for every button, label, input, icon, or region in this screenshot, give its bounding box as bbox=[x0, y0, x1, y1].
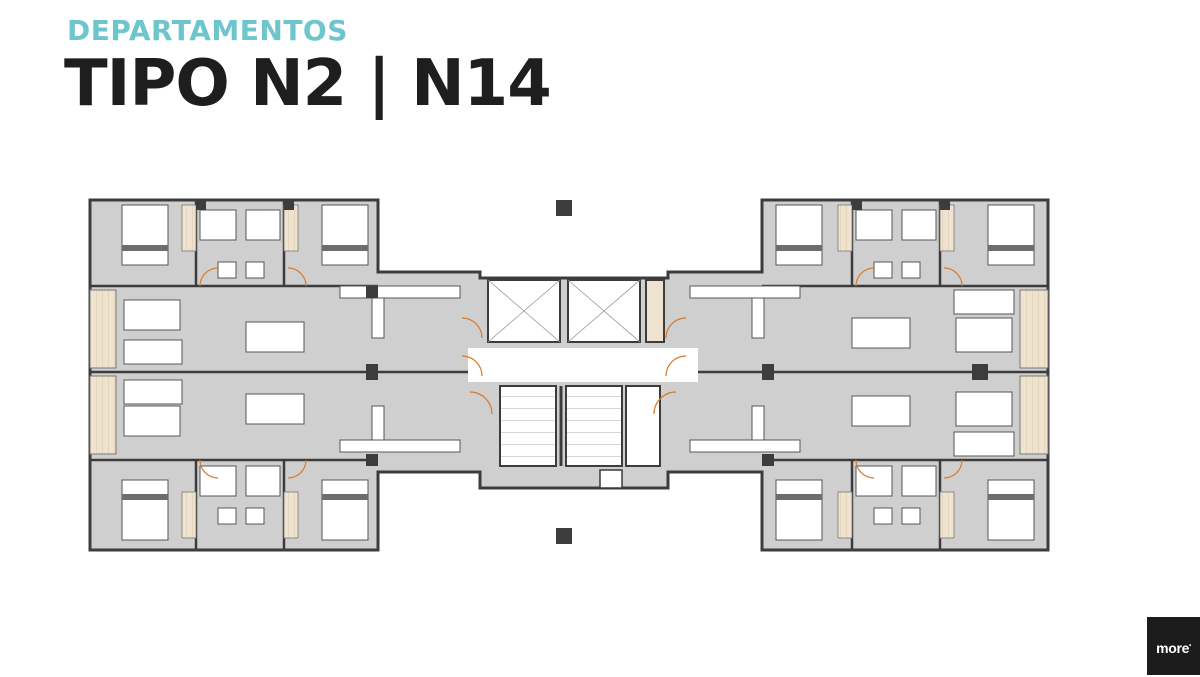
bed-ne-2 bbox=[987, 204, 1035, 266]
stairwells bbox=[499, 385, 661, 489]
balcony-nw bbox=[89, 289, 117, 369]
plan-subtitle: DEPARTAMENTOS bbox=[67, 14, 348, 47]
coffee-table-se bbox=[955, 391, 1013, 427]
dining-table-nw bbox=[245, 321, 305, 353]
dining-table-ne bbox=[851, 317, 911, 349]
door-swings bbox=[199, 267, 963, 479]
beds bbox=[121, 204, 1035, 541]
coffee-table-sw bbox=[123, 405, 181, 437]
living-furniture bbox=[123, 289, 1015, 457]
brand-logo-text: more bbox=[1156, 640, 1190, 656]
sofa-ne bbox=[953, 289, 1015, 315]
balcony-ne bbox=[1019, 289, 1049, 369]
coffee-table-ne bbox=[955, 317, 1013, 353]
shaft bbox=[645, 279, 665, 343]
dining-table-se bbox=[851, 395, 911, 427]
bed-sw-1 bbox=[121, 479, 169, 541]
bed-se-2 bbox=[987, 479, 1035, 541]
stair-1 bbox=[499, 385, 557, 467]
service-room bbox=[625, 385, 661, 467]
bed-se-1 bbox=[775, 479, 823, 541]
sofa-sw bbox=[123, 379, 183, 405]
stair-landing bbox=[599, 469, 623, 489]
coffee-table-nw bbox=[123, 299, 181, 331]
bathroom-fixtures bbox=[199, 209, 937, 525]
bed-pillows bbox=[122, 245, 1034, 500]
elevator-core bbox=[487, 279, 665, 343]
sofa-nw bbox=[123, 339, 183, 365]
stair-2 bbox=[565, 385, 623, 467]
bed-ne-1 bbox=[775, 204, 823, 266]
columns bbox=[196, 200, 988, 544]
elevator-cross-lines bbox=[487, 279, 641, 343]
dining-table-sw bbox=[245, 393, 305, 425]
bed-sw-2 bbox=[321, 479, 369, 541]
core-lobby bbox=[468, 348, 698, 382]
brand-logo: more• bbox=[1147, 617, 1200, 675]
bed-nw-1 bbox=[121, 204, 169, 266]
sofa-se bbox=[953, 431, 1015, 457]
plan-title: TIPO N2 | N14 bbox=[64, 47, 552, 121]
balcony-se bbox=[1019, 375, 1049, 455]
balcony-sw bbox=[89, 375, 117, 455]
bed-nw-2 bbox=[321, 204, 369, 266]
balconies bbox=[89, 289, 1049, 455]
